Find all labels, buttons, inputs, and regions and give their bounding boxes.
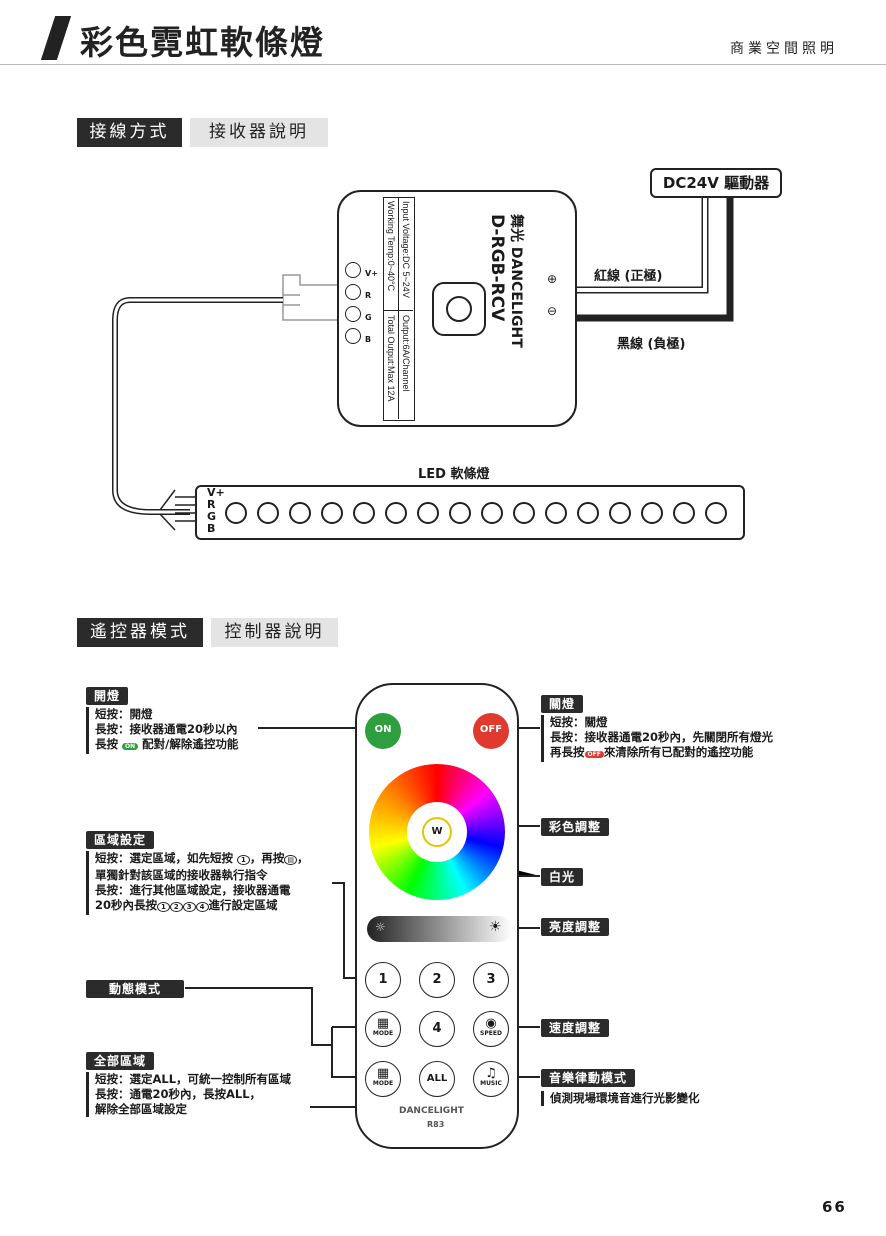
spec-total-output: Total Output:Max 12A [386,315,396,402]
label-off: 關燈 [541,695,584,713]
remote-brand: DANCELIGHT [399,1106,464,1116]
strip-pin-g: G [207,510,217,523]
remote-control: ON OFF W ☼ ☀ 1 2 3 ▦MODE 4 ◉SPEED ▦MODE … [355,683,519,1149]
spec-working-temp: Working Temp:0~40°C [386,201,396,292]
section-remote-heading: 遙控器模式 [77,618,203,647]
section-wiring-heading: 接線方式 [77,118,182,147]
pin-terminals [345,262,365,352]
pin-label-b: B [365,335,372,344]
spec-output: Output:6A/Channel [401,315,411,392]
led-strip: V+ R G B [195,485,745,540]
speed-button[interactable]: ◉SPEED [473,1011,509,1047]
speed-icon: ◉ [485,1016,497,1031]
zone-3-button[interactable]: 3 [473,962,509,998]
desc-music-mode: 偵測現場環境音進行光影變化 [541,1091,700,1106]
page-number: 66 [822,1198,847,1216]
on-mini-icon: ON [122,743,139,750]
strip-pin-v: V+ [207,486,225,499]
header-divider [0,64,886,65]
zone-1-button[interactable]: 1 [365,962,401,998]
minus-terminal: ⊖ [547,304,558,318]
section-receiver-heading: 接收器說明 [190,118,328,147]
desc-zone: 短按：選定區域，如先短按 1，再按▤， 單獨針對該區域的接收器執行指令 長按：進… [86,851,309,915]
mode-plus-button[interactable]: ▦MODE [365,1011,401,1047]
on-button[interactable]: ON [365,713,401,749]
pin-label-v: V+ [365,269,378,278]
receiver-spec-table: Input Voltage:DC 5~24V Output:6A/Channel… [383,197,415,421]
off-mini-icon: OFF [584,751,604,758]
led-strip-label: LED 軟條燈 [418,467,490,482]
led-dot [353,502,375,524]
label-dynamic-mode: 動態模式 [86,980,184,998]
desc-on: 短按：開燈長按：接收器通電20秒以內 長按 ON 配對/解除遙控功能 [86,707,238,754]
zone-2-button[interactable]: 2 [419,962,455,998]
zone-4-button[interactable]: 4 [419,1011,455,1047]
red-wire-label: 紅線 (正極) [594,269,663,284]
label-music-mode: 音樂律動模式 [541,1069,636,1087]
label-all-zone: 全部區域 [86,1052,155,1070]
led-dot [641,502,663,524]
receiver-model: D-RGB-RCV [487,214,507,322]
led-dot [545,502,567,524]
strip-pin-b: B [207,522,216,535]
led-dot [449,502,471,524]
dc24v-driver-label: DC24V 驅動器 [650,168,782,198]
led-dot [417,502,439,524]
led-dot [577,502,599,524]
remote-model: R83 [427,1120,445,1129]
color-wheel[interactable]: W [369,764,505,900]
led-dot [481,502,503,524]
label-zone: 區域設定 [86,831,155,849]
label-color-adjust: 彩色調整 [541,818,610,836]
label-on: 開燈 [86,687,129,705]
receiver-brand: 舞光 DANCELIGHT [508,214,524,348]
mode-minus-button[interactable]: ▦MODE [365,1061,401,1097]
mode-minus-icon: ▦ [376,1066,390,1081]
led-dot [225,502,247,524]
strip-pin-r: R [207,498,216,511]
led-dot [385,502,407,524]
led-dot [609,502,631,524]
label-brightness: 亮度調整 [541,918,610,936]
brightness-low-icon: ☼ [375,920,386,934]
pin-label-r: R [365,291,372,300]
desc-all-zone: 短按：選定ALL，可統一控制所有區域長按：通電20秒內，長按ALL，解除全部區域… [86,1072,291,1117]
white-button[interactable]: W [422,817,452,847]
music-note-icon: ♫ [485,1066,497,1081]
plus-terminal: ⊕ [547,272,558,286]
led-dot [257,502,279,524]
power-button [432,282,486,336]
led-dot [673,502,695,524]
pin-label-g: G [365,313,372,322]
music-button[interactable]: ♫MUSIC [473,1061,509,1097]
spec-input-voltage: Input Voltage:DC 5~24V [401,201,411,298]
led-dot [289,502,311,524]
section-controller-heading: 控制器說明 [211,618,338,647]
led-dot [321,502,343,524]
page-title: 彩色霓虹軟條燈 [80,23,325,62]
label-white-light: 白光 [541,868,584,886]
brightness-slider[interactable]: ☼ ☀ [367,916,512,942]
led-dot [513,502,535,524]
all-button[interactable]: ALL [419,1061,455,1097]
receiver-box: 舞光 DANCELIGHT D-RGB-RCV Input Voltage:DC… [337,190,577,427]
led-dot [705,502,727,524]
brightness-high-icon: ☀ [489,919,502,935]
mode-plus-icon: ▦ [376,1016,390,1031]
category-label: 商業空間照明 [730,41,838,57]
power-icon [446,296,472,322]
off-button[interactable]: OFF [473,713,509,749]
black-wire-label: 黑線 (負極) [617,337,686,352]
label-speed: 速度調整 [541,1019,610,1037]
